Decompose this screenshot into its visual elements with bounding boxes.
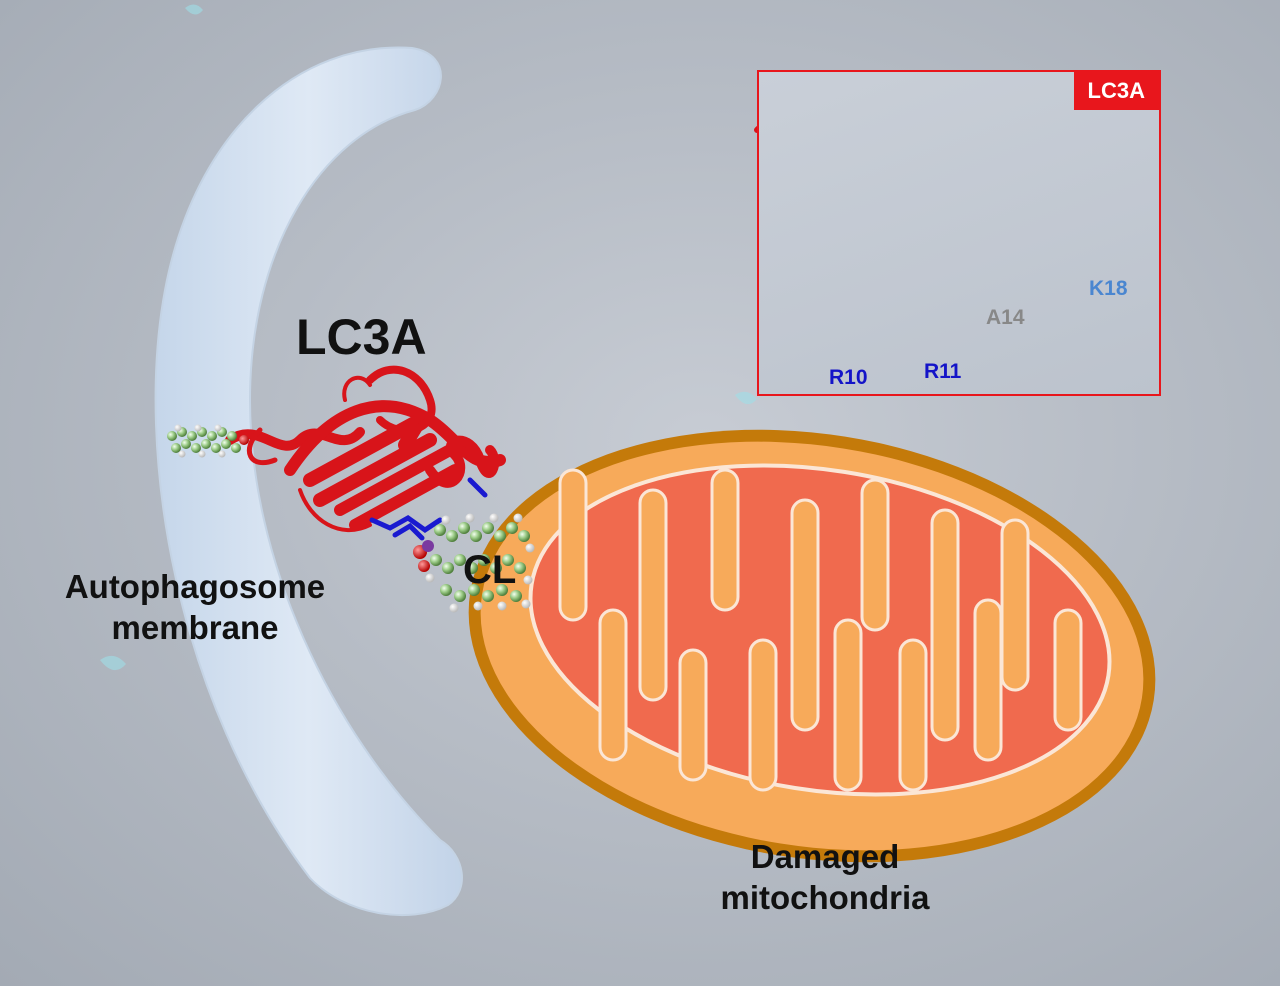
inset-title: LC3A	[1073, 72, 1159, 110]
residue-label-r10: R10	[829, 366, 868, 389]
residue-label-k18: K18	[1089, 277, 1128, 300]
autophagosome-label-line2: membrane	[111, 609, 279, 647]
lc3a-basic-residues	[369, 477, 488, 541]
lc3a-protein-structure	[225, 365, 506, 532]
autophagosome-membrane-shape	[154, 46, 463, 917]
cardiolipin-molecule	[413, 513, 535, 613]
residue-label-a14: A14	[986, 306, 1025, 329]
mitochondrion	[468, 429, 1156, 863]
lc3a-label: LC3A	[296, 309, 427, 365]
cardiolipin-label: CL	[463, 548, 517, 592]
autophagosome-membrane-label: Autophagosome membrane	[30, 566, 360, 649]
membrane-lipid-molecule	[167, 424, 249, 458]
damaged-mitochondria-label: Damaged mitochondria	[660, 836, 990, 919]
autophagosome-label-line1: Autophagosome	[64, 568, 326, 605]
mitochondria-label-line2: mitochondria	[720, 879, 930, 917]
residue-label-r11: R11	[924, 360, 962, 383]
lc3a-inset-panel: LC3A R10 R11 A14 K18	[757, 70, 1161, 396]
mitochondria-label-line1: Damaged	[750, 838, 900, 875]
